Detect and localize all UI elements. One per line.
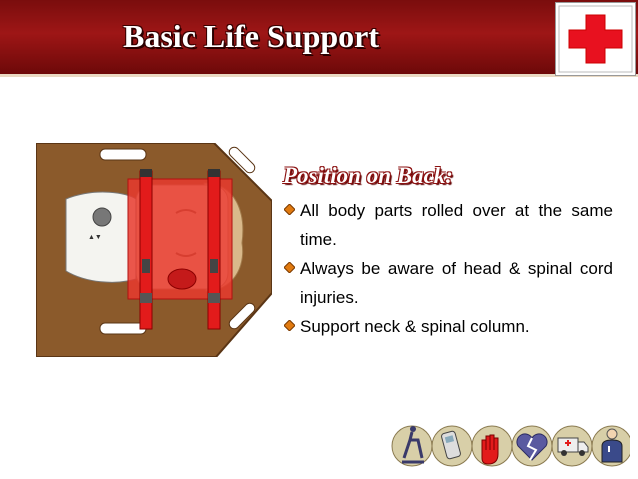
hand-stop-icon [471,425,513,467]
list-item: Support neck & spinal column. [283,312,613,341]
svg-text:▲▼: ▲▼ [88,234,102,241]
phone-icon [431,425,473,467]
footer-icon-bar [390,418,633,474]
section-heading: Position on Back: [283,163,453,188]
paramedic-icon [591,425,633,467]
red-cross-icon [555,2,636,76]
rescue-icon [391,425,433,467]
backboard-patient-illustration: ▲▼ [35,142,273,358]
title-bar [0,0,638,74]
bullet-text: Always be aware of head & spinal cord in… [300,259,613,307]
ambulance-icon [551,425,593,467]
bullet-list: All body parts rolled over at the same t… [283,196,613,341]
orange-diamond-bullet-icon [284,262,295,273]
orange-diamond-bullet-icon [284,320,295,331]
list-item: All body parts rolled over at the same t… [283,196,613,254]
bullet-text: All body parts rolled over at the same t… [300,201,613,249]
title-bar-underline [0,74,638,77]
orange-diamond-bullet-icon [284,204,295,215]
list-item: Always be aware of head & spinal cord in… [283,254,613,312]
bullet-text: Support neck & spinal column. [300,317,530,336]
slide-title: Basic Life Support [123,18,380,54]
broken-heart-icon [511,425,553,467]
